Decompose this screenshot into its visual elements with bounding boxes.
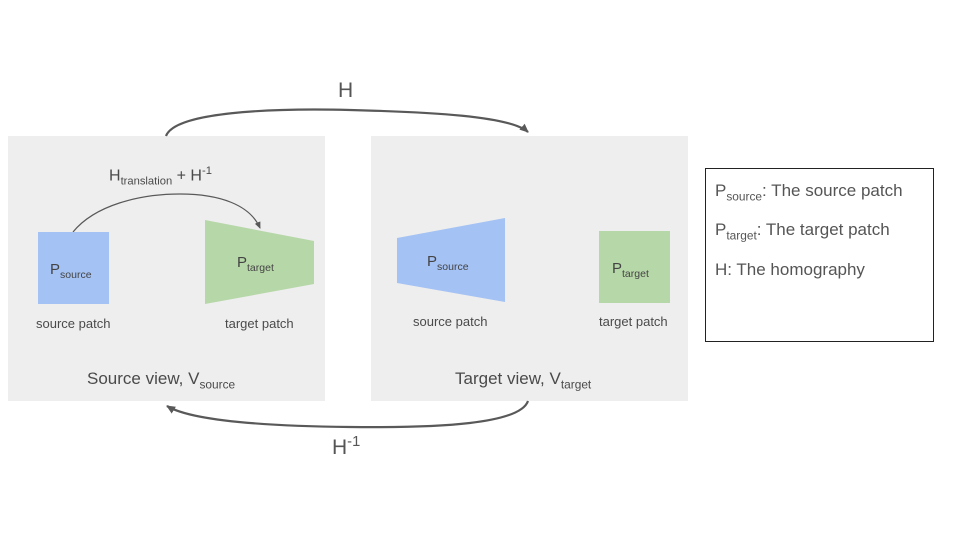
legend-box: Psource: The source patch Ptarget: The t… [705,168,934,342]
target-view-source-patch-caption: source patch [413,314,488,329]
source-view-source-patch-shape [38,232,109,304]
source-view-target-patch-shape [205,220,314,304]
bottom-arrow-label: H-1 [332,434,361,459]
target-view-target-patch-shape [599,231,670,303]
target-view-source-patch-shape [397,218,505,302]
top-homography-arrow [164,108,529,137]
top-arrow-label: H [338,79,354,102]
source-view-title: Source view, Vsource [87,369,236,392]
source-view-target-patch-label: Ptarget [237,254,274,274]
bottom-inverse-arrow [166,400,530,429]
source-view-source-patch-label: Psource [50,261,92,281]
legend-item-target: Ptarget: The target patch [715,220,890,243]
legend-item-homography: H: The homography [715,259,865,279]
target-view-target-patch-label: Ptarget [612,260,649,280]
source-view-source-patch-caption: source patch [36,316,111,331]
target-view-target-patch-caption: target patch [599,314,668,329]
inner-translation-arrow [72,193,261,233]
target-view-source-patch-label: Psource [427,253,469,273]
source-view-target-patch-caption: target patch [225,316,294,331]
legend-item-source: Psource: The source patch [715,181,903,204]
translation-formula: Htranslation + H-1 [109,165,212,188]
target-view-title: Target view, Vtarget [455,369,592,392]
